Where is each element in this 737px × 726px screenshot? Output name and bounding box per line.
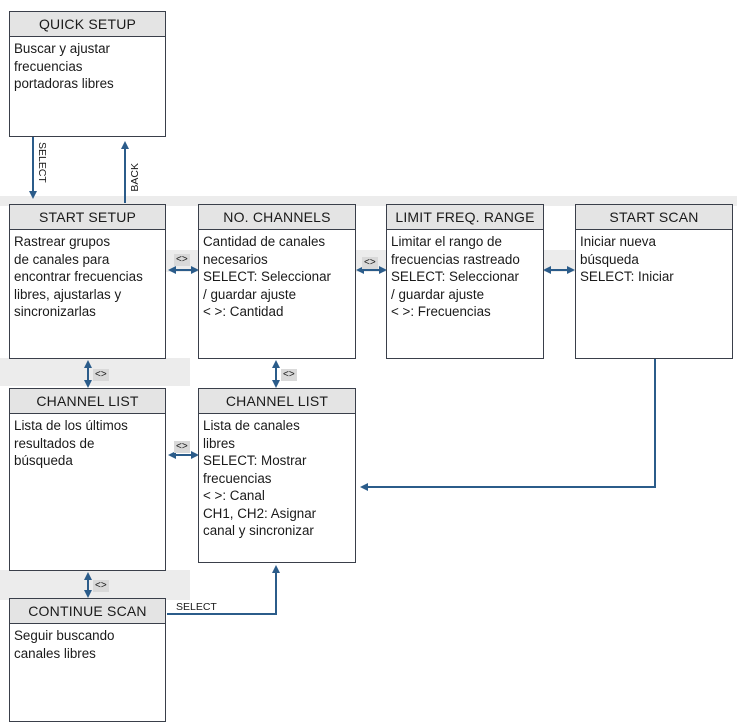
start-setup-box: START SETUP Rastrear grupos de canales p… <box>9 204 166 359</box>
select-continue-label: SELECT <box>176 601 217 613</box>
nav-tag-lists: <> <box>174 441 190 453</box>
nav-tag-channels-list: <> <box>281 369 297 381</box>
top-band <box>0 196 737 206</box>
no-channels-title: NO. CHANNELS <box>199 205 355 230</box>
limit-freq-box: LIMIT FREQ. RANGE Limitar el rango de fr… <box>386 204 544 359</box>
start-scan-text: Iniciar nueva búsqueda SELECT: Iniciar <box>580 234 674 284</box>
channel-list-mid-box: CHANNEL LIST Lista de canales libres SEL… <box>198 388 356 563</box>
select-down-label: SELECT <box>36 142 48 183</box>
start-setup-title: START SETUP <box>10 205 165 230</box>
no-channels-text: Cantidad de canales necesarios SELECT: S… <box>203 234 332 319</box>
start-scan-box: START SCAN Iniciar nueva búsqueda SELECT… <box>575 204 733 359</box>
continue-scan-box: CONTINUE SCAN Seguir buscando canales li… <box>9 598 166 722</box>
no-channels-box: NO. CHANNELS Cantidad de canales necesar… <box>198 204 356 359</box>
nav-tag-setup-channels: <> <box>174 254 190 266</box>
channel-list-left-text: Lista de los últimos resultados de búsqu… <box>14 418 128 468</box>
continue-scan-title: CONTINUE SCAN <box>10 599 165 624</box>
back-up-label: BACK <box>129 163 141 192</box>
quick-setup-title: QUICK SETUP <box>10 12 165 37</box>
start-scan-title: START SCAN <box>576 205 732 230</box>
nav-tag-channels-limit: <> <box>362 257 378 269</box>
channel-list-left-box: CHANNEL LIST Lista de los últimos result… <box>9 388 166 571</box>
channel-list-mid-text: Lista de canales libres SELECT: Mostrar … <box>203 418 317 538</box>
arrow-continue-to-list <box>167 565 280 615</box>
quick-setup-text: Buscar y ajustar frecuencias portadoras … <box>14 41 114 91</box>
quick-setup-box: QUICK SETUP Buscar y ajustar frecuencias… <box>9 11 166 137</box>
channel-list-left-title: CHANNEL LIST <box>10 389 165 414</box>
arrow-scan-to-list <box>360 358 656 491</box>
nav-tag-setup-list: <> <box>93 369 109 381</box>
limit-freq-text: Limitar el rango de frecuencias rastread… <box>391 234 520 319</box>
limit-freq-title: LIMIT FREQ. RANGE <box>387 205 543 230</box>
continue-scan-text: Seguir buscando canales libres <box>14 628 115 661</box>
start-setup-text: Rastrear grupos de canales para encontra… <box>14 234 143 319</box>
nav-tag-list-continue: <> <box>93 580 109 592</box>
channel-list-mid-title: CHANNEL LIST <box>199 389 355 414</box>
